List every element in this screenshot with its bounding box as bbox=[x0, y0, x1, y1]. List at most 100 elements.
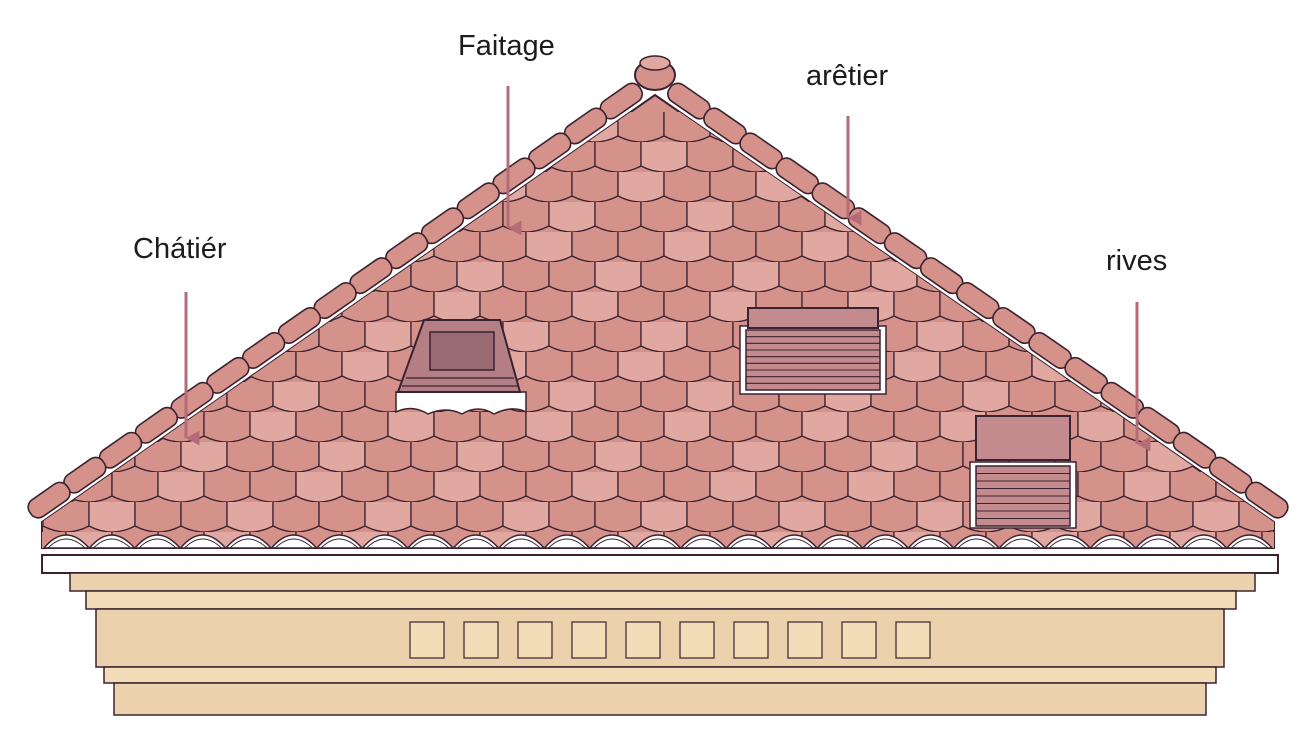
roof-tile bbox=[985, 232, 1033, 263]
roof-tile bbox=[1031, 112, 1079, 143]
dentil bbox=[625, 621, 661, 659]
roof-tile bbox=[226, 202, 274, 233]
eave-tile-inner bbox=[320, 538, 359, 549]
roof-tile bbox=[203, 292, 251, 323]
roof-tile bbox=[732, 502, 780, 533]
dentil bbox=[733, 621, 769, 659]
roof-tile bbox=[548, 442, 596, 473]
eave-tile-inner bbox=[138, 538, 177, 549]
roof-tile bbox=[157, 172, 205, 203]
roof-tile bbox=[1146, 502, 1194, 533]
roof-tile bbox=[42, 382, 90, 413]
roof-tile bbox=[663, 172, 711, 203]
dentil bbox=[787, 621, 823, 659]
roof-tile bbox=[433, 112, 481, 143]
eave-tile-inner bbox=[366, 538, 404, 549]
roof-tile bbox=[456, 142, 504, 173]
roof-tile bbox=[1261, 232, 1274, 263]
roof-tile bbox=[272, 502, 320, 533]
eave-tile-inner bbox=[502, 538, 541, 549]
roof-tile bbox=[1146, 202, 1194, 233]
roof-tile bbox=[111, 472, 159, 503]
roof-tile bbox=[456, 502, 504, 533]
roof-tile bbox=[387, 112, 435, 143]
roof-tile bbox=[548, 262, 596, 293]
roof-tile bbox=[617, 412, 665, 443]
dentil bbox=[463, 621, 499, 659]
roof-tile bbox=[525, 472, 573, 503]
roof-tile bbox=[1100, 322, 1148, 353]
roof-tile bbox=[272, 142, 320, 173]
roof-tile bbox=[893, 412, 941, 443]
roof-tile bbox=[203, 472, 251, 503]
roof-tile bbox=[755, 232, 803, 263]
roof-tile bbox=[410, 142, 458, 173]
eave-tile-inner bbox=[684, 538, 723, 549]
roof-tile bbox=[364, 442, 412, 473]
roof-tile bbox=[778, 262, 826, 293]
roof-tile bbox=[387, 292, 435, 323]
roof-tile bbox=[249, 412, 297, 443]
vent-hood bbox=[975, 415, 1071, 461]
eave-tile-inner bbox=[229, 538, 268, 549]
roof-tile bbox=[479, 112, 527, 143]
eave-tile-inner bbox=[593, 538, 632, 549]
label-chatier: Chátiér bbox=[133, 233, 227, 265]
roof-tile bbox=[939, 232, 987, 263]
roof-tile bbox=[479, 472, 527, 503]
roof-tile bbox=[617, 292, 665, 323]
cornice-lower bbox=[103, 666, 1217, 684]
roof-tile bbox=[1169, 292, 1217, 323]
roof-tile bbox=[180, 442, 228, 473]
roof-tile bbox=[1169, 172, 1217, 203]
eave-tile-row bbox=[42, 534, 1274, 549]
roof-tile bbox=[1077, 112, 1125, 143]
roof-tile bbox=[640, 142, 688, 173]
roof-tile bbox=[548, 502, 596, 533]
roof-vent-right bbox=[969, 415, 1077, 529]
roof-tile bbox=[525, 232, 573, 263]
roof-tile bbox=[42, 202, 90, 233]
roof-tile bbox=[1261, 352, 1274, 383]
roof-tile bbox=[1100, 202, 1148, 233]
roof-tile bbox=[1192, 142, 1240, 173]
roof-tile bbox=[709, 172, 757, 203]
eave-tile-inner bbox=[821, 538, 859, 549]
roof-tile bbox=[226, 502, 274, 533]
roof-tile bbox=[870, 442, 918, 473]
roof-tile bbox=[847, 172, 895, 203]
roof-tile bbox=[1100, 442, 1148, 473]
roof-tile bbox=[916, 382, 964, 413]
roof-tile bbox=[1215, 232, 1263, 263]
roof-tile bbox=[42, 172, 67, 203]
eave-tile-inner bbox=[93, 538, 131, 549]
eave-tile-inner bbox=[1230, 538, 1269, 549]
roof-tile bbox=[364, 322, 412, 353]
roof-tile bbox=[410, 262, 458, 293]
roof-tile bbox=[111, 172, 159, 203]
eave-tile-inner bbox=[730, 538, 768, 549]
roof-tile bbox=[65, 112, 113, 143]
roof-tile bbox=[1077, 172, 1125, 203]
roof-tile bbox=[295, 472, 343, 503]
roof-tile bbox=[1123, 172, 1171, 203]
roof-tile bbox=[663, 232, 711, 263]
roof-tile bbox=[1215, 112, 1263, 143]
roof-tile bbox=[226, 142, 274, 173]
roof-tile bbox=[1285, 442, 1312, 472]
cornice-molding bbox=[85, 590, 1237, 610]
roof-tile bbox=[1077, 472, 1125, 503]
roof-tile bbox=[686, 442, 734, 473]
roof-tile bbox=[295, 172, 343, 203]
roof-tile bbox=[272, 382, 320, 413]
cornice-upper bbox=[69, 572, 1256, 592]
roof-tile bbox=[1031, 172, 1079, 203]
roof-tile bbox=[617, 172, 665, 203]
roof-tile bbox=[65, 352, 113, 383]
roof-tile bbox=[157, 472, 205, 503]
roof-tile bbox=[249, 172, 297, 203]
roof-tile bbox=[1238, 442, 1274, 473]
roof-vent-center bbox=[739, 307, 887, 395]
eave-tile-inner bbox=[775, 538, 814, 549]
